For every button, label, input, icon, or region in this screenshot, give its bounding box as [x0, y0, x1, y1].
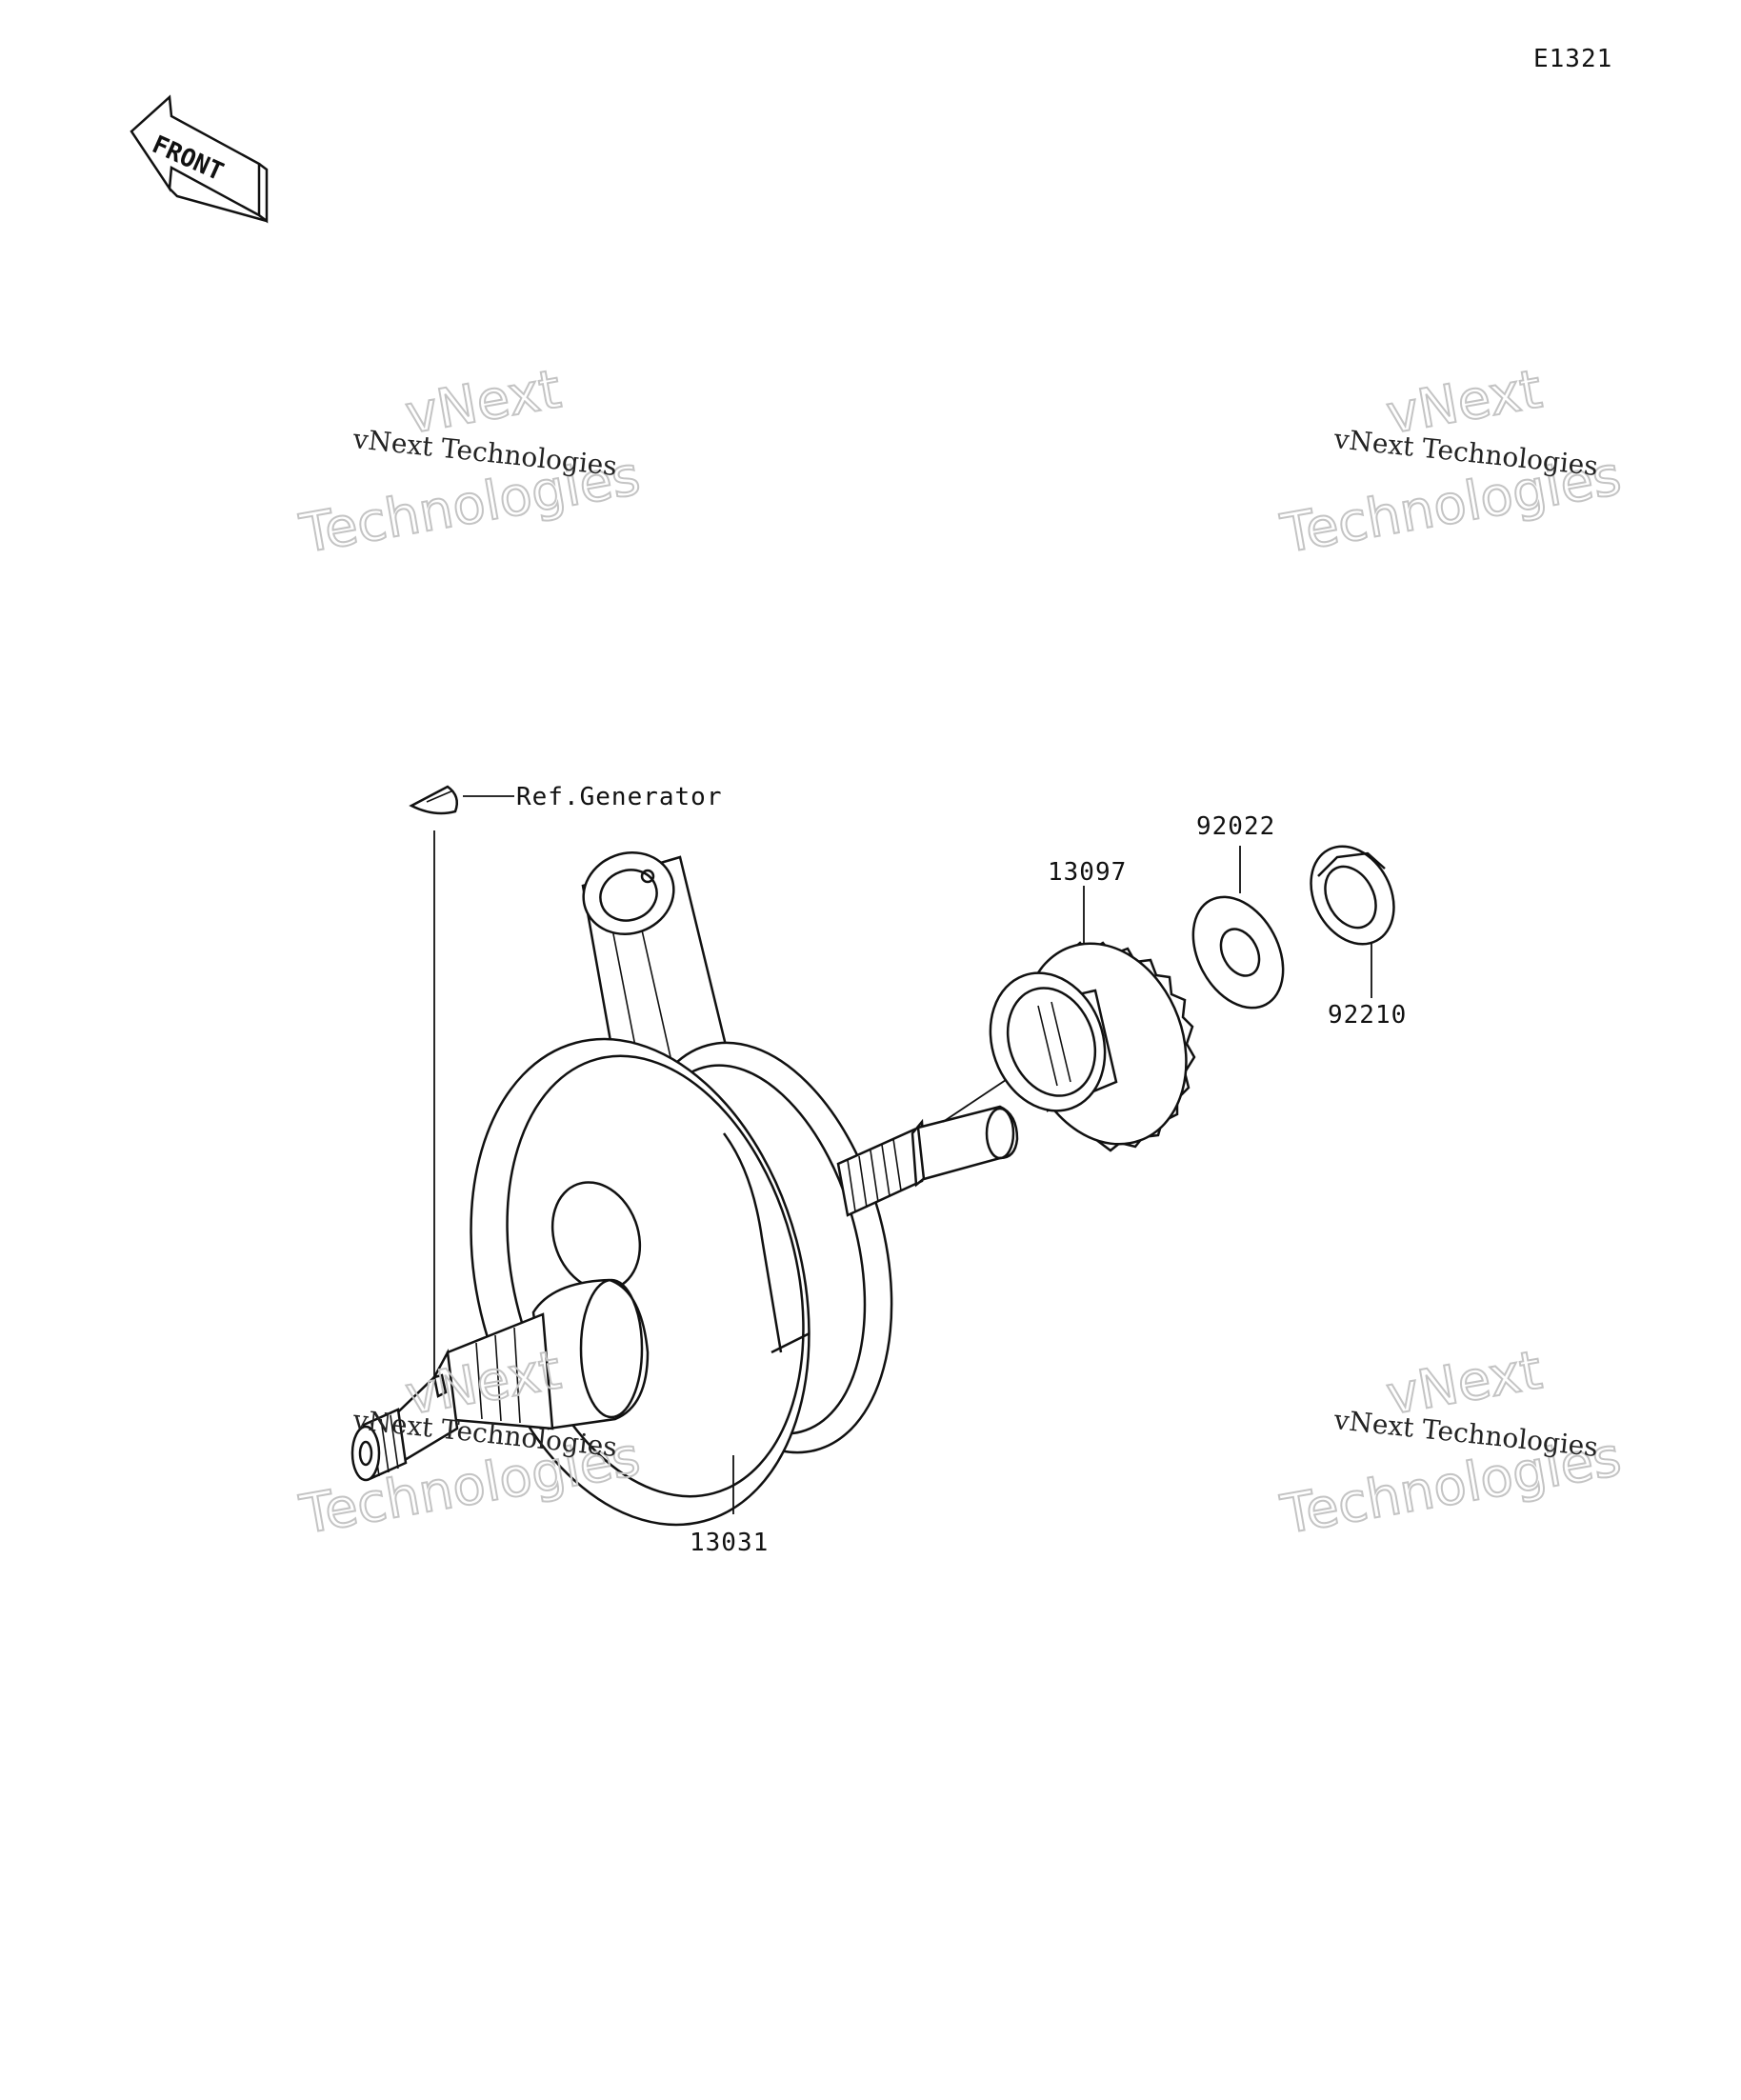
- front-arrow-icon: FRONT: [130, 94, 269, 224]
- crankshaft-generator-end-icon: [350, 1278, 650, 1482]
- callout-nut: 92210: [1328, 1001, 1407, 1030]
- washer-icon: [1191, 895, 1285, 1010]
- callout-ref-generator: Ref.Generator: [516, 783, 723, 811]
- watermark-top-right: vNext Technologies vNext Technologies: [1275, 357, 1627, 567]
- diagram-code: E1321: [1533, 45, 1612, 73]
- nut-icon: [1310, 845, 1395, 946]
- crankshaft-output-end-icon: [836, 1105, 1019, 1217]
- callout-washer: 92022: [1196, 812, 1275, 841]
- callout-gear: 13097: [1048, 858, 1127, 887]
- watermark-top-left: vNext Technologies vNext Technologies: [294, 357, 646, 567]
- crankshaft-gear-icon: [989, 941, 1196, 1152]
- woodruff-key-icon: [409, 785, 458, 815]
- watermark-bottom-right: vNext Technologies vNext Technologies: [1275, 1338, 1627, 1548]
- callout-crankshaft: 13031: [690, 1529, 769, 1557]
